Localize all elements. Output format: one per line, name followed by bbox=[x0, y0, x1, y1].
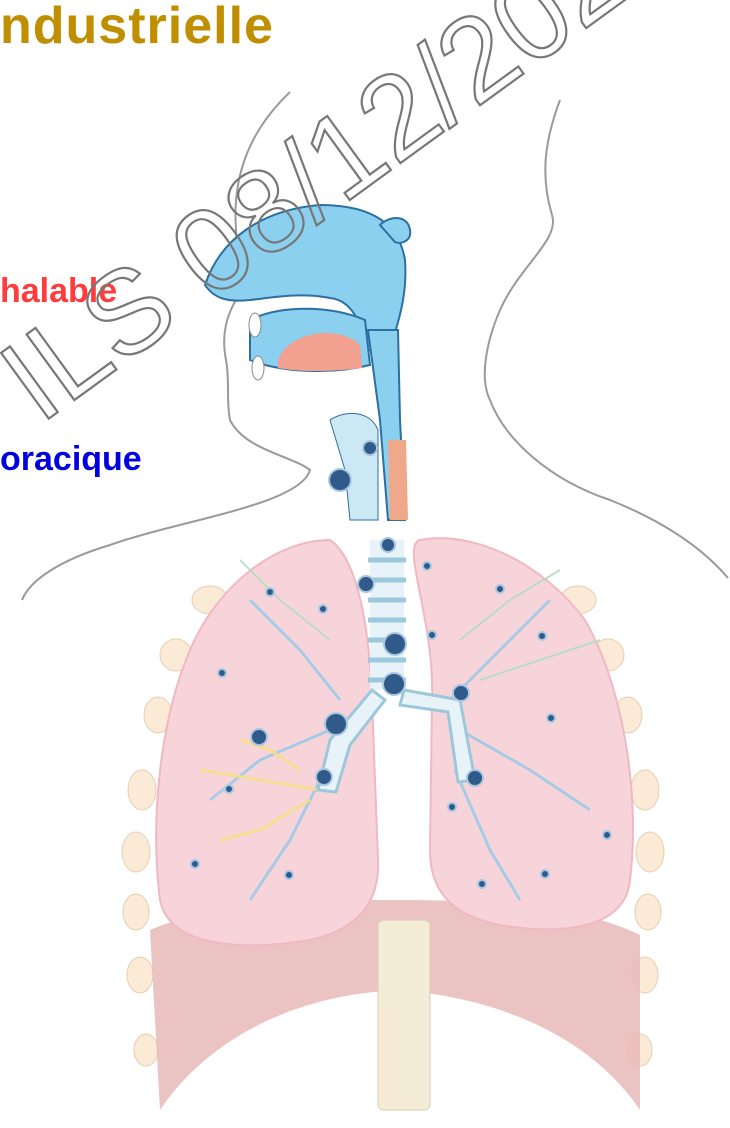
larynx bbox=[330, 413, 378, 520]
particle-dot-icon bbox=[603, 831, 611, 839]
particle-dot-icon bbox=[496, 585, 504, 593]
particle-dot-icon bbox=[428, 631, 436, 639]
particle-dot-icon bbox=[453, 685, 469, 701]
particle-dot-icon bbox=[218, 669, 226, 677]
particle-dot-icon bbox=[266, 588, 274, 596]
particle-dot-icon bbox=[363, 441, 377, 455]
particle-dot-icon bbox=[329, 469, 351, 491]
particle-dot-icon bbox=[538, 632, 546, 640]
particle-dot-icon bbox=[547, 714, 555, 722]
particle-dot-icon bbox=[383, 673, 405, 695]
particle-dot-icon bbox=[251, 729, 267, 745]
particle-dot-icon bbox=[448, 803, 456, 811]
particle-dot-icon bbox=[423, 562, 431, 570]
particle-dot-icon bbox=[384, 633, 406, 655]
particle-dot-icon bbox=[358, 576, 374, 592]
particle-dot-icon bbox=[225, 785, 233, 793]
trachea-rings bbox=[368, 560, 406, 680]
spine bbox=[378, 920, 430, 1110]
particle-dot-icon bbox=[285, 871, 293, 879]
esophagus bbox=[388, 440, 408, 520]
particle-dot-icon bbox=[316, 769, 332, 785]
particle-dot-icon bbox=[541, 870, 549, 878]
particle-dot-icon bbox=[478, 880, 486, 888]
particle-dot-icon bbox=[191, 860, 199, 868]
right-lung bbox=[414, 538, 633, 929]
particle-dot-icon bbox=[467, 770, 483, 786]
particle-dot-icon bbox=[325, 713, 347, 735]
particle-dot-icon bbox=[381, 538, 395, 552]
particle-dot-icon bbox=[319, 605, 327, 613]
